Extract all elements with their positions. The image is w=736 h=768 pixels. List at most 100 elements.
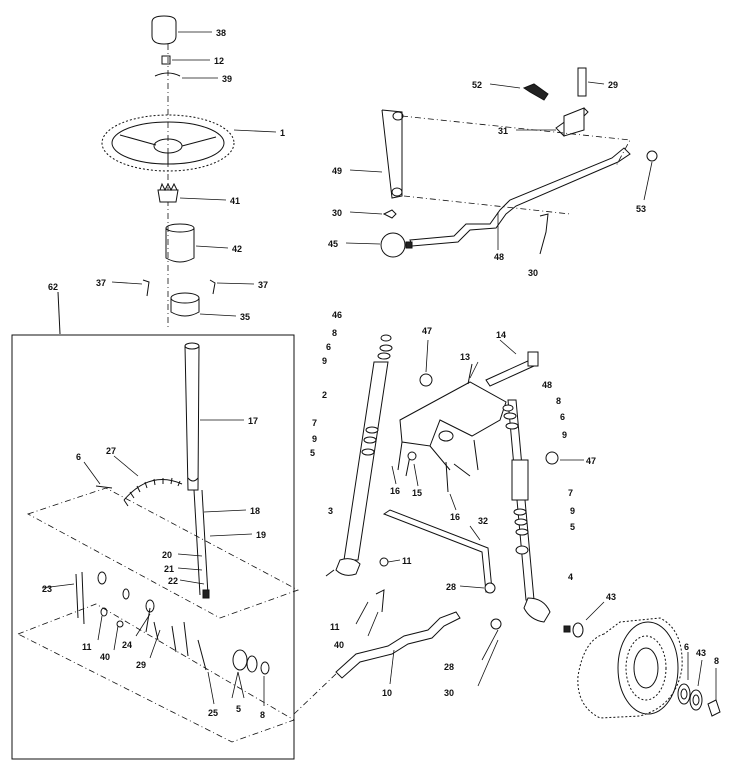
label-24: 24 bbox=[122, 640, 132, 650]
label-13: 13 bbox=[460, 352, 470, 362]
label-11b: 11 bbox=[402, 556, 412, 566]
label-62: 62 bbox=[48, 282, 58, 292]
label-47a: 47 bbox=[422, 326, 432, 336]
label-47b: 47 bbox=[586, 456, 596, 466]
label-37a: 37 bbox=[96, 278, 106, 288]
label-8b: 8 bbox=[332, 328, 337, 338]
lever-49-part bbox=[349, 109, 404, 199]
steering-wheel-icon bbox=[101, 114, 277, 172]
nut-53-part bbox=[643, 150, 658, 201]
label-14: 14 bbox=[496, 330, 506, 340]
label-19: 19 bbox=[256, 530, 266, 540]
gear-41-part bbox=[157, 182, 227, 203]
label-43a: 43 bbox=[606, 592, 616, 602]
label-18: 18 bbox=[250, 506, 260, 516]
tie-rod-icon bbox=[382, 509, 493, 593]
bolts-15-16-part bbox=[391, 451, 457, 511]
nut-28-part bbox=[459, 582, 502, 687]
label-17: 17 bbox=[248, 416, 258, 426]
label-5c: 5 bbox=[570, 522, 575, 532]
clips-11-40-part bbox=[355, 557, 401, 637]
label-46: 46 bbox=[332, 310, 342, 320]
axle-frame-part bbox=[397, 381, 507, 477]
label-9d: 9 bbox=[570, 506, 575, 516]
label-3: 3 bbox=[328, 506, 333, 516]
label-8a: 8 bbox=[260, 710, 265, 720]
label-30a: 30 bbox=[332, 208, 342, 218]
label-52: 52 bbox=[472, 80, 482, 90]
label-45: 45 bbox=[328, 239, 338, 249]
label-49: 49 bbox=[332, 166, 342, 176]
label-6b: 6 bbox=[326, 342, 331, 352]
small-parts-group bbox=[97, 571, 270, 706]
pin-6a-part bbox=[83, 461, 113, 489]
label-48a: 48 bbox=[494, 252, 504, 262]
label-5a: 5 bbox=[236, 704, 241, 714]
label-40b: 40 bbox=[334, 640, 344, 650]
label-29a: 29 bbox=[136, 660, 146, 670]
washer-39-part bbox=[154, 72, 218, 79]
bearing-35-part bbox=[170, 292, 237, 317]
label-28b: 28 bbox=[444, 662, 454, 672]
label-16a: 16 bbox=[390, 486, 400, 496]
label-20: 20 bbox=[162, 550, 172, 560]
bushing-stack-right bbox=[502, 404, 529, 536]
label-8c: 8 bbox=[556, 396, 561, 406]
label-4: 4 bbox=[568, 572, 573, 582]
label-9c: 9 bbox=[312, 434, 317, 444]
label-35: 35 bbox=[240, 312, 250, 322]
shaft-23-part bbox=[41, 571, 85, 625]
steering-shaft-17-part bbox=[184, 342, 244, 491]
clip-30a-part bbox=[349, 209, 397, 219]
bracket-31-part bbox=[516, 107, 589, 137]
label-7b: 7 bbox=[568, 488, 573, 498]
spindle-left-part bbox=[325, 361, 389, 577]
label-53: 53 bbox=[636, 204, 646, 214]
label-40a: 40 bbox=[100, 652, 110, 662]
label-9a: 9 bbox=[322, 356, 327, 366]
label-16b: 16 bbox=[450, 512, 460, 522]
label-37b: 37 bbox=[258, 280, 268, 290]
label-48b: 48 bbox=[542, 380, 552, 390]
bushing-42-part bbox=[165, 223, 229, 263]
label-6a: 6 bbox=[76, 452, 81, 462]
label-6d: 6 bbox=[684, 642, 689, 652]
label-25: 25 bbox=[208, 708, 218, 718]
label-15: 15 bbox=[412, 488, 422, 498]
label-38: 38 bbox=[216, 28, 226, 38]
bushing-stack-left bbox=[361, 334, 393, 456]
label-9b: 9 bbox=[562, 430, 567, 440]
label-41: 41 bbox=[230, 196, 240, 206]
label-32: 32 bbox=[478, 516, 488, 526]
nut-47a-part bbox=[419, 339, 433, 387]
label-31: 31 bbox=[498, 126, 508, 136]
label-10: 10 bbox=[382, 688, 392, 698]
label-11c: 11 bbox=[330, 622, 340, 632]
label-27: 27 bbox=[106, 446, 116, 456]
wheel-tire-icon bbox=[563, 617, 683, 719]
label-12: 12 bbox=[214, 56, 224, 66]
label-23: 23 bbox=[42, 584, 52, 594]
label-30b: 30 bbox=[528, 268, 538, 278]
bolt-52-part bbox=[489, 83, 549, 101]
label-6c: 6 bbox=[560, 412, 565, 422]
steering-cap-part bbox=[151, 15, 212, 45]
label-28a: 28 bbox=[446, 582, 456, 592]
label-39: 39 bbox=[222, 74, 232, 84]
label-1: 1 bbox=[280, 128, 285, 138]
label-5b: 5 bbox=[310, 448, 315, 458]
drag-link-icon bbox=[335, 611, 461, 685]
screw-12-part bbox=[161, 55, 210, 65]
control-rod-48-part bbox=[409, 147, 631, 250]
shaft-lower-part bbox=[177, 489, 253, 599]
clip-37b-part bbox=[209, 279, 255, 295]
clip-37a-part bbox=[111, 279, 150, 297]
label-21: 21 bbox=[164, 564, 174, 574]
screw-29-part bbox=[577, 67, 605, 97]
nut-47b-part bbox=[545, 451, 584, 465]
clip-30b-part bbox=[539, 213, 549, 255]
sector-gear-27-part bbox=[113, 455, 183, 507]
knob-45-part bbox=[345, 232, 413, 258]
washer-13-part bbox=[467, 361, 479, 385]
